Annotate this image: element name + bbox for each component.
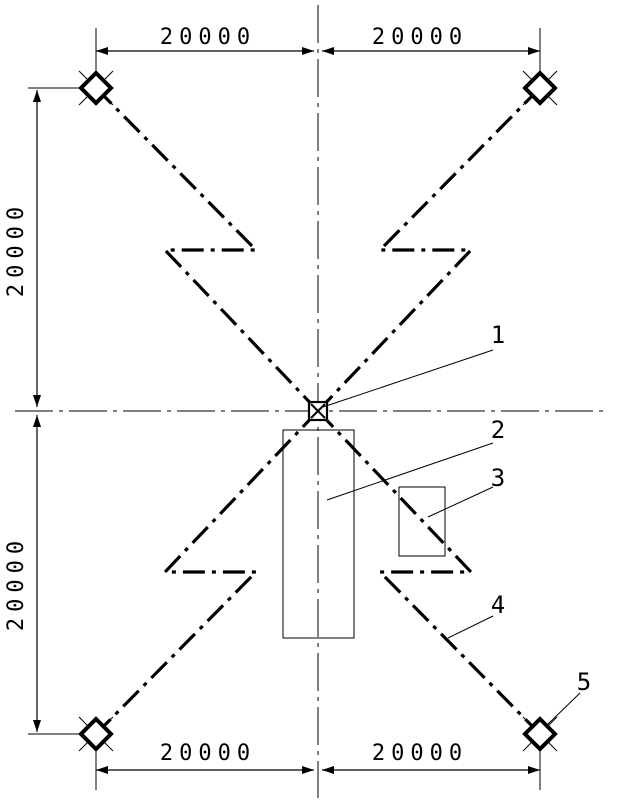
leader-label-2: 2 (491, 416, 505, 444)
leader-label-3: 3 (491, 464, 505, 492)
leader-lines (322, 349, 581, 728)
diamond-cross-marker-icon (522, 716, 558, 752)
diamond-cross-marker-icon (78, 716, 114, 752)
rectangle-3 (398, 486, 446, 557)
dimension-lines (33, 47, 540, 774)
dash-dot-paths (94, 86, 542, 736)
leader-line-3 (427, 486, 494, 518)
path-top-left (94, 86, 320, 413)
diamond-cross-marker-icon (522, 70, 558, 106)
leader-label-5: 5 (577, 668, 591, 696)
extension-lines (28, 28, 541, 790)
path-bottom-left (94, 409, 320, 736)
leader-line-4 (447, 615, 494, 639)
dim-text-bottom-left: 20000 (160, 741, 256, 766)
dim-text-left-upper: 20000 (4, 201, 29, 297)
path-top-right (316, 86, 542, 413)
boxed-x-marker-icon (307, 400, 329, 422)
leader-line-5 (544, 692, 581, 728)
leader-label-4: 4 (491, 591, 505, 619)
leader-line-1 (322, 349, 494, 408)
path-bottom-right (316, 409, 542, 736)
dim-text-top-right: 20000 (372, 25, 468, 50)
leader-line-2 (326, 442, 494, 501)
rectangle-2 (282, 429, 355, 639)
dim-text-bottom-right: 20000 (372, 741, 468, 766)
dim-text-left-lower: 20000 (4, 535, 29, 631)
diamond-cross-marker-icon (78, 70, 114, 106)
leader-label-1: 1 (491, 321, 505, 349)
dim-text-top-left: 20000 (160, 25, 256, 50)
